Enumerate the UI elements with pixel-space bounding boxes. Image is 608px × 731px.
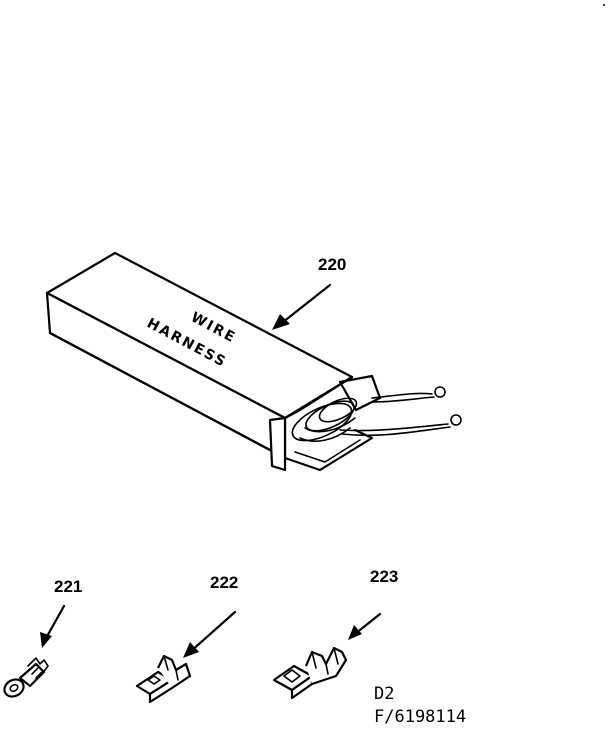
ring-terminal-221 [3,657,49,698]
arrow-222 [183,610,237,658]
reference-code: D2 [374,684,394,704]
ring-terminal-upper [434,386,446,398]
arrow-221 [40,604,66,648]
callout-221: 221 [54,577,82,596]
box-tray-inner [294,439,361,463]
corner-speck [603,4,605,6]
wire-harness-box: WIRE HARNESS [45,251,462,472]
flag-connector-222 [135,654,192,704]
callout-223: 223 [370,567,398,586]
box-tray-lip [283,428,374,472]
coiled-wires [291,374,382,442]
callout-220: 220 [318,255,346,274]
callout-222: 222 [210,573,238,592]
arrow-223 [348,612,382,640]
wire-leads [339,386,462,437]
box-flap-edge [283,375,354,420]
figure-number: F/6198114 [374,707,466,727]
arrow-220 [272,283,332,330]
ring-terminal-lower [450,414,462,426]
box-open-flap [268,416,287,472]
female-connector-223 [272,646,348,700]
box-bottom-edge [48,331,287,460]
